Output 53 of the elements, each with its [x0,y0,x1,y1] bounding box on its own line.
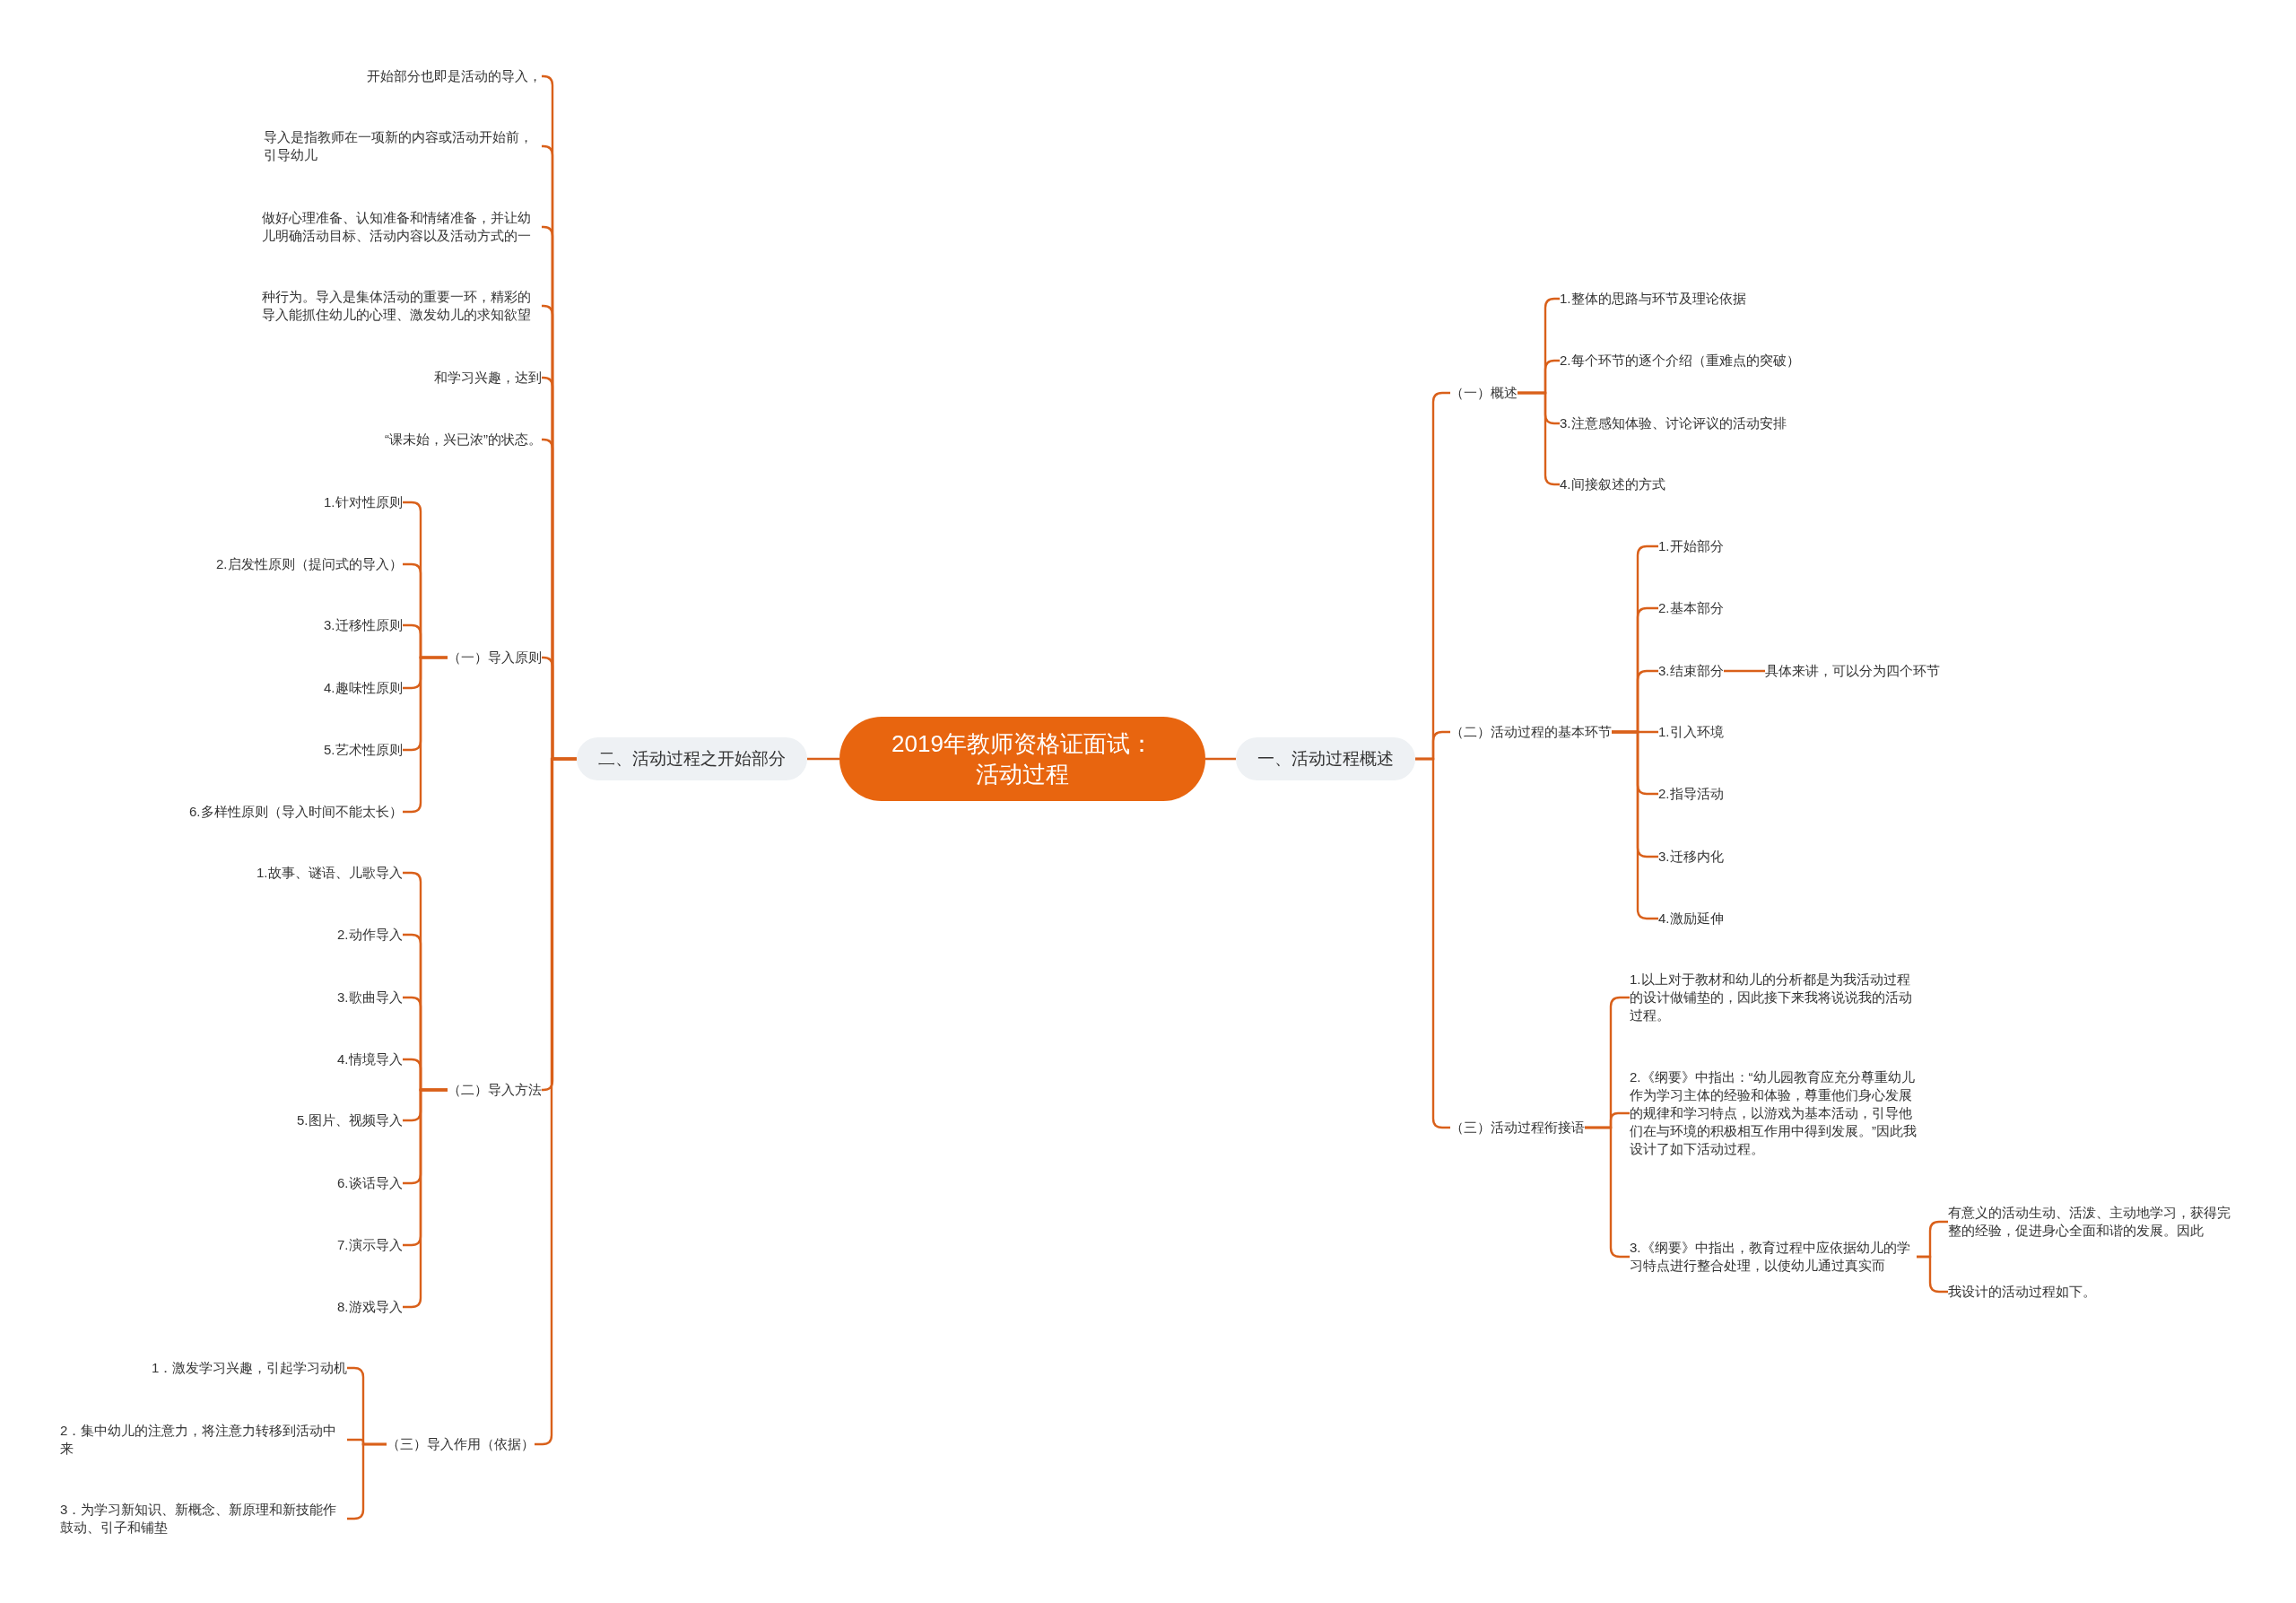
topic-text: 1.整体的思路与环节及理论依据 [1560,290,1746,308]
topic-text: （三）导入作用（依据） [387,1435,535,1453]
topic-text: 1.开始部分 [1658,537,1724,555]
topic-text: 导入是指教师在一项新的内容或活动开始前，引导幼儿 [264,128,542,164]
topic-text: 5.艺术性原则 [324,741,403,759]
topic-text: 2.指导活动 [1658,785,1724,803]
topic-text: 1.故事、谜语、儿歌导入 [257,864,403,882]
topic-text: 3.结束部分 [1658,662,1724,680]
connector-line [1724,669,1765,673]
topic-text: （一）概述 [1450,384,1518,402]
topic-text: 7.演示导入 [337,1236,403,1254]
topic-text: 我设计的活动过程如下。 [1948,1283,2096,1301]
topic-text: 种行为。导入是集体活动的重要一环，精彩的导入能抓住幼儿的心理、激发幼儿的求知欲望 [262,288,542,324]
topic-text: 3.歌曲导入 [337,989,403,1006]
topic-text: 8.游戏导入 [337,1298,403,1316]
topic-text: 6.谈话导入 [337,1174,403,1192]
topic-text: 2.基本部分 [1658,599,1724,617]
topic-text: 6.多样性原则（导入时间不能太长） [189,803,403,821]
topic-text: 2.启发性原则（提问式的导入） [216,555,403,573]
topic-text: 3.迁移性原则 [324,616,403,634]
branch-topic: 二、活动过程之开始部分 [576,737,807,780]
topic-text: （一）导入原则 [448,649,542,666]
topic-text: 开始部分也即是活动的导入， [367,67,542,85]
topic-text: 3.迁移内化 [1658,848,1724,866]
connector-line [1917,1255,1948,1294]
topic-text: （二）活动过程的基本环节 [1450,723,1612,741]
topic-text: 4.情境导入 [337,1050,403,1068]
topic-text: 具体来讲，可以分为四个环节 [1765,662,1940,680]
connector-line [1205,757,1236,761]
topic-text: 做好心理准备、认知准备和情绪准备，并让幼儿明确活动目标、活动内容以及活动方式的一 [262,209,542,245]
topic-text: “课未始，兴已浓”的状态。 [385,431,542,449]
topic-text: （二）导入方法 [448,1081,542,1099]
topic-text: 1.引入环境 [1658,723,1724,741]
connector-line [807,757,839,761]
topic-text: 2．集中幼儿的注意力，将注意力转移到活动中来 [60,1422,347,1458]
topic-text: 5.图片、视频导入 [297,1111,403,1129]
topic-text: 2.《纲要》中指出：“幼儿园教育应充分尊重幼儿作为学习主体的经验和体验，尊重他们身心发展的规律和学习特点，以游戏为基本活动，引导他们在与环境的积极相互作用中得到发展。”因此我设计了如下活动过程。 [1630,1068,1917,1158]
topic-text: 2.动作导入 [337,926,403,944]
central-topic: 2019年教师资格证面试：活动过程 [839,717,1205,801]
topic-text: （三）活动过程衔接语 [1450,1119,1585,1137]
topic-text: 3.《纲要》中指出，教育过程中应依据幼儿的学习特点进行整合处理，以使幼儿通过真实而 [1630,1239,1917,1275]
topic-text: 4.激励延伸 [1658,910,1724,928]
topic-text: 和学习兴趣，达到 [434,369,542,387]
branch-topic: 一、活动过程概述 [1236,737,1415,780]
topic-text: 1.针对性原则 [324,493,403,511]
topic-text: 4.趣味性原则 [324,679,403,697]
topic-text: 1.以上对于教材和幼儿的分析都是为我活动过程的设计做铺垫的，因此接下来我将说说我的活动过程。 [1630,971,1917,1024]
topic-text: 3．为学习新知识、新概念、新原理和新技能作鼓动、引子和铺垫 [60,1501,347,1537]
topic-text: 2.每个环节的逐个介绍（重难点的突破） [1560,352,1800,370]
topic-text: 3.注意感知体验、讨论评议的活动安排 [1560,414,1787,432]
topic-text: 有意义的活动生动、活泼、主动地学习，获得完整的经验，促进身心全面和谐的发展。因此 [1948,1204,2235,1240]
topic-text: 1．激发学习兴趣，引起学习动机 [152,1359,348,1377]
topic-text: 4.间接叙述的方式 [1560,475,1665,493]
